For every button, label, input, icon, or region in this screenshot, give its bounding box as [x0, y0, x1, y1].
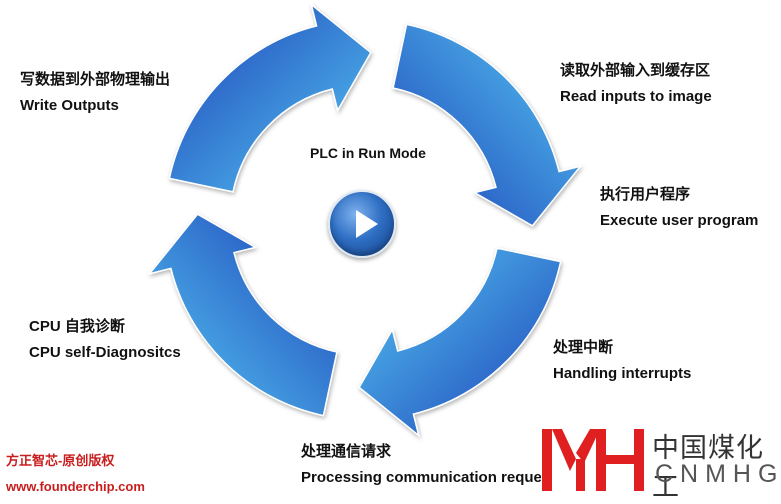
copyright-watermark: 方正智芯-原创版权 www.founderchip.com	[6, 448, 145, 500]
arrow-top	[168, 2, 372, 193]
step-label-en: Handling interrupts	[553, 365, 692, 382]
watermark-url: www.founderchip.com	[6, 479, 145, 494]
step-label-en: Execute user program	[600, 212, 759, 229]
play-icon	[356, 210, 378, 238]
step-write-outputs: 写数据到外部物理输出 Write Outputs	[20, 67, 170, 119]
play-button[interactable]	[328, 190, 396, 258]
step-label-zh: 处理通信请求	[301, 443, 392, 460]
step-label-en: Write Outputs	[20, 97, 119, 114]
arrow-right	[392, 23, 583, 227]
step-handle-interrupts: 处理中断 Handling interrupts	[553, 335, 691, 387]
step-read-inputs: 读取外部输入到缓存区 Read inputs to image	[560, 58, 712, 110]
watermark-line1: 方正智芯-原创版权	[6, 453, 115, 468]
step-label-zh: 读取外部输入到缓存区	[560, 62, 711, 79]
step-label-en: CPU self-Diagnositcs	[29, 344, 181, 361]
step-self-diagnostics: CPU 自我诊断 CPU self-Diagnositcs	[29, 314, 181, 366]
step-label-zh: 写数据到外部物理输出	[20, 71, 171, 88]
step-label-en: Processing communication requests	[301, 469, 541, 486]
step-label-zh: CPU 自我诊断	[29, 318, 125, 335]
logo-text-zh: 中国煤化工	[652, 433, 764, 502]
step-label-zh: 处理中断	[553, 339, 614, 356]
arrow-left	[147, 213, 338, 417]
step-process-comm: 处理通信请求 Processing communication requests	[301, 439, 541, 491]
step-execute-program: 执行用户程序 Execute user program	[600, 182, 776, 234]
step-label-en: Read inputs to image	[560, 88, 712, 105]
arrow-bottom	[358, 247, 562, 438]
logo-text-en: CNMHG	[655, 460, 781, 488]
center-label: PLC in Run Mode	[310, 145, 426, 161]
cnmhg-logo	[542, 429, 644, 491]
step-label-zh: 执行用户程序	[600, 186, 691, 203]
